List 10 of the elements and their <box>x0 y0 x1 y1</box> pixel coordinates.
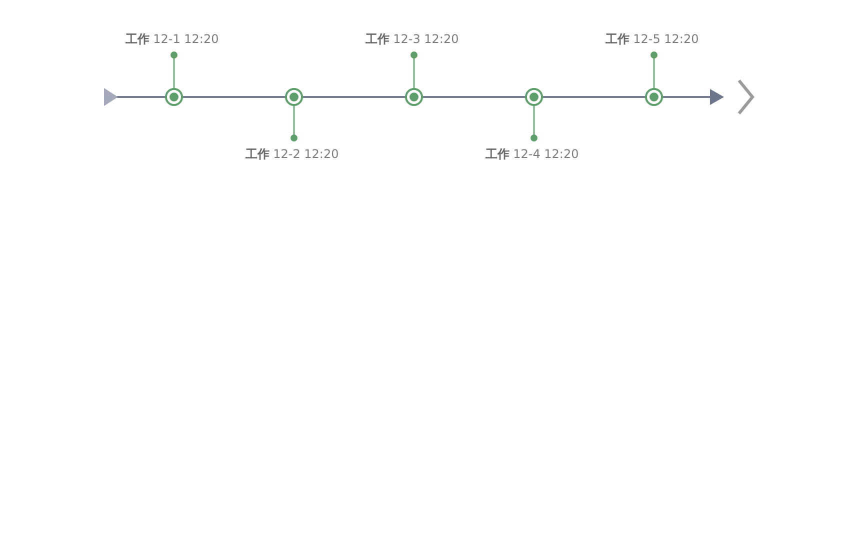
timeline-point <box>405 88 423 106</box>
timeline-point <box>165 88 183 106</box>
timeline-point <box>645 88 663 106</box>
event-label: 工作 12-4 12:20 <box>485 146 579 162</box>
event-label: 工作 12-2 12:20 <box>245 146 339 162</box>
event-label: 工作 12-3 12:20 <box>365 31 459 47</box>
event-label: 工作 12-5 12:20 <box>605 31 699 47</box>
event-label: 工作 12-1 12:20 <box>125 31 219 47</box>
timeline-point <box>285 88 303 106</box>
timeline-point <box>525 88 543 106</box>
